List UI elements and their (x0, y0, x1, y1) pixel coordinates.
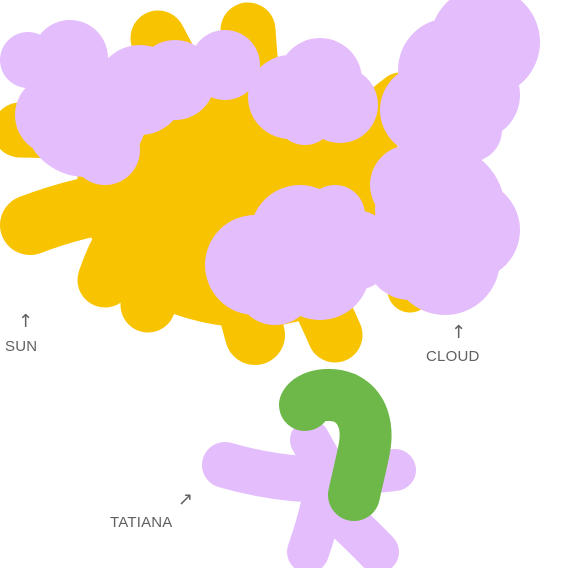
sun-ray-bottom-left-1 (77, 182, 178, 308)
sun-ray-bottom-left-2 (120, 197, 203, 333)
cloud-top-right (380, 0, 540, 162)
cloud-shapes (0, 0, 540, 568)
tatiana-upper (290, 420, 350, 500)
cloud-middle (205, 185, 395, 325)
cloud-top-middle (248, 38, 378, 145)
arrow-up-icon: ↑ (18, 311, 34, 332)
arrow-up-right-icon: ↗ (178, 489, 194, 510)
green-figure-stroke (279, 368, 392, 521)
arrow-up-icon: ↑ (451, 322, 467, 343)
cloud-top-left (0, 20, 260, 185)
cloud-label: CLOUD (426, 348, 480, 365)
sun-label: SUN (5, 338, 38, 355)
tatiana-label: TATIANA (110, 514, 173, 531)
